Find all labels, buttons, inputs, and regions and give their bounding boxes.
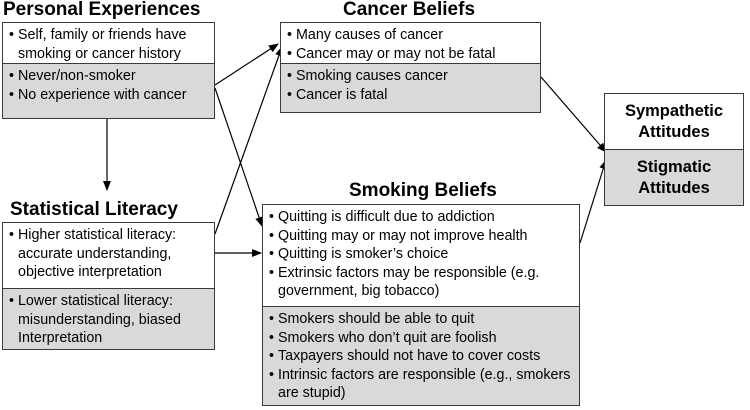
arrow-statistical-to-cancer <box>214 46 283 235</box>
bullet-item: Never/non-smoker <box>9 67 214 86</box>
smoking-beliefs-box: Quitting is difficult due to addiction Q… <box>262 204 580 406</box>
bullet-item: No experience with cancer <box>9 86 214 105</box>
bullet-item: Smoking causes cancer <box>287 67 540 86</box>
personal-experiences-box: Self, family or friends have smoking or … <box>2 22 215 119</box>
bullet-item: Intrinsic factors are responsible (e.g.,… <box>269 366 579 403</box>
cancer-beliefs-top: Many causes of cancer Cancer may or may … <box>281 23 540 63</box>
personal-experiences-title: Personal Experiences <box>3 0 201 20</box>
stigmatic-attitudes: Stigmatic Attitudes <box>605 149 743 205</box>
cancer-beliefs-title: Cancer Beliefs <box>343 0 476 20</box>
statistical-literacy-bottom: Lower statistical literacy: misunderstan… <box>3 288 214 349</box>
personal-experiences-bottom: Never/non-smoker No experience with canc… <box>3 63 214 118</box>
bullet-item: Quitting is difficult due to addiction <box>269 208 579 227</box>
smoking-beliefs-bottom: Smokers should be able to quit Smokers w… <box>263 306 579 405</box>
bullet-item: Many causes of cancer <box>287 26 540 45</box>
bullet-item: Smokers should be able to quit <box>269 310 579 329</box>
statistical-literacy-top: Higher statistical literacy: accurate un… <box>3 223 214 288</box>
bullet-item: Cancer is fatal <box>287 86 540 105</box>
arrow-smoking-to-attitudes <box>579 159 608 244</box>
bullet-item: Quitting may or may not improve health <box>269 227 579 246</box>
personal-experiences-top: Self, family or friends have smoking or … <box>3 23 214 63</box>
smoking-beliefs-title: Smoking Beliefs <box>349 180 497 201</box>
arrow-personal-to-smoking <box>214 87 263 227</box>
bullet-item: Smokers who don’t quit are foolish <box>269 329 579 348</box>
sympathetic-attitudes: Sympathetic Attitudes <box>605 94 743 149</box>
bullet-item: Taxpayers should not have to cover costs <box>269 347 579 366</box>
attitudes-box: Sympathetic Attitudes Stigmatic Attitude… <box>604 93 744 206</box>
bullet-item: Self, family or friends have smoking or … <box>9 26 214 63</box>
arrow-personal-to-cancer <box>214 43 279 86</box>
bullet-item: Lower statistical literacy: misunderstan… <box>9 292 214 348</box>
arrow-cancer-to-attitudes <box>540 76 607 153</box>
bullet-item: Cancer may or may not be fatal <box>287 45 540 64</box>
bullet-item: Quitting is smoker’s choice <box>269 245 579 264</box>
cancer-beliefs-bottom: Smoking causes cancer Cancer is fatal <box>281 63 540 112</box>
bullet-item: Extrinsic factors may be responsible (e.… <box>269 264 579 301</box>
statistical-literacy-box: Higher statistical literacy: accurate un… <box>2 222 215 350</box>
cancer-beliefs-box: Many causes of cancer Cancer may or may … <box>280 22 541 113</box>
smoking-beliefs-top: Quitting is difficult due to addiction Q… <box>263 205 579 306</box>
statistical-literacy-title: Statistical Literacy <box>10 199 178 220</box>
bullet-item: Higher statistical literacy: accurate un… <box>9 226 214 282</box>
